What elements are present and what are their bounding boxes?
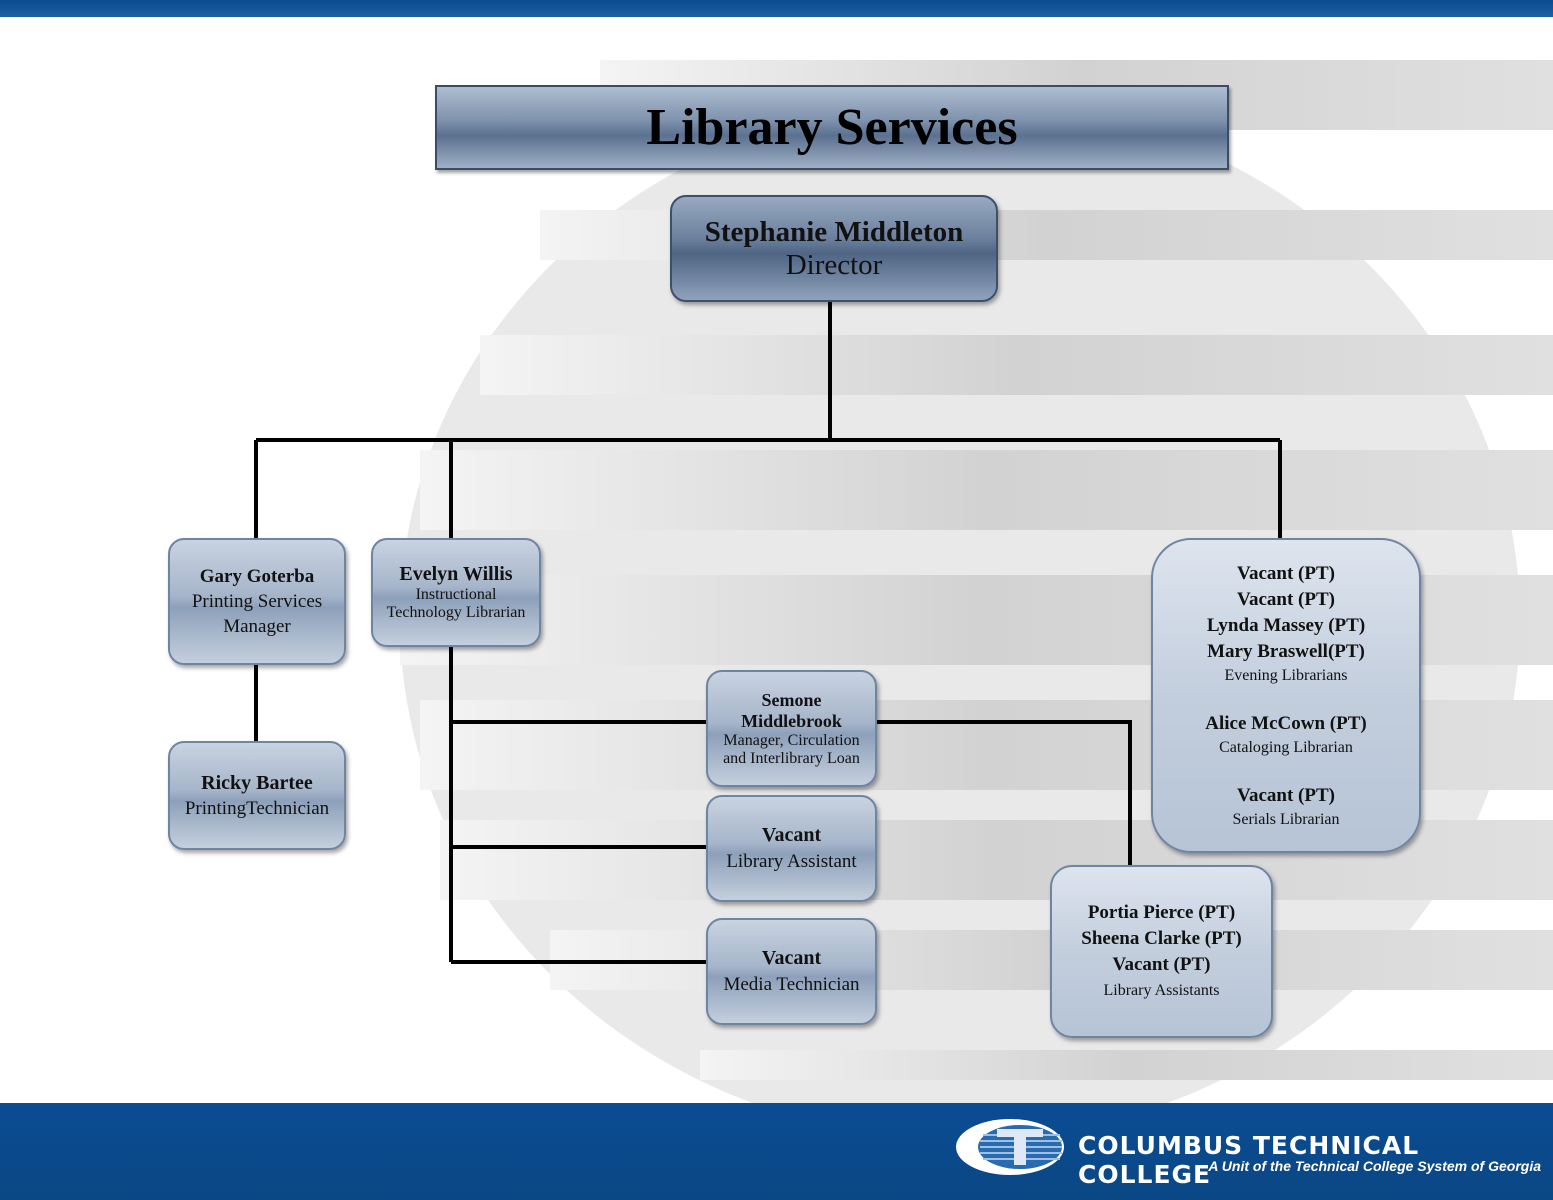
- evening-librarian: Lynda Massey (PT): [1206, 614, 1366, 636]
- gary-role: Printing Services: [191, 590, 323, 612]
- cataloging-name: Alice McCown (PT): [1205, 712, 1367, 734]
- gary-box: Gary Goterba Printing Services Manager: [168, 538, 346, 665]
- director-name: Stephanie Middleton: [704, 215, 964, 248]
- vacant-library-assistant-box: Vacant Library Assistant: [706, 795, 877, 902]
- vacant-mt-name: Vacant: [761, 947, 822, 969]
- assistants-role: Library Assistants: [1103, 981, 1220, 999]
- evening-librarian: Vacant (PT): [1237, 588, 1335, 610]
- semone-name: Semone: [761, 689, 822, 710]
- ricky-name: Ricky Bartee: [201, 771, 313, 794]
- page-title: Library Services: [435, 85, 1229, 170]
- assistant-name: Sheena Clarke (PT): [1081, 927, 1242, 949]
- semone-name-2: Middlebrook: [741, 710, 842, 731]
- serials-role: Serials Librarian: [1232, 810, 1340, 828]
- assistant-name: Vacant (PT): [1112, 953, 1211, 975]
- part-time-librarians-box: Vacant (PT) Vacant (PT) Lynda Massey (PT…: [1151, 538, 1421, 853]
- vacant-la-role: Library Assistant: [726, 851, 857, 872]
- vacant-la-name: Vacant: [761, 824, 822, 846]
- top-banner: [0, 0, 1553, 17]
- college-logo-icon: [956, 1119, 1064, 1175]
- college-subtitle: A Unit of the Technical College System o…: [1208, 1158, 1541, 1174]
- director-role: Director: [785, 248, 883, 281]
- evening-librarian: Mary Braswell(PT): [1207, 640, 1365, 662]
- footer-banner: [0, 1103, 1553, 1200]
- ricky-role: PrintingTechnician: [184, 797, 330, 819]
- semone-role: Manager, Circulation: [723, 731, 860, 749]
- cataloging-role: Cataloging Librarian: [1219, 738, 1353, 756]
- director-box: Stephanie Middleton Director: [670, 195, 998, 302]
- evening-role: Evening Librarians: [1224, 666, 1348, 684]
- evelyn-role-2: Technology Librarian: [386, 604, 526, 621]
- serials-name: Vacant (PT): [1237, 784, 1335, 806]
- college-name: COLUMBUS TECHNICAL COLLEGE: [1078, 1131, 1420, 1189]
- gary-name: Gary Goterba: [199, 565, 315, 587]
- evening-librarian: Vacant (PT): [1237, 562, 1335, 584]
- library-assistants-box: Portia Pierce (PT) Sheena Clarke (PT) Va…: [1050, 865, 1273, 1038]
- gary-role-2: Manager: [223, 615, 291, 637]
- evelyn-box: Evelyn Willis Instructional Technology L…: [371, 538, 541, 647]
- ricky-box: Ricky Bartee PrintingTechnician: [168, 741, 346, 850]
- vacant-media-technician-box: Vacant Media Technician: [706, 918, 877, 1025]
- evelyn-name: Evelyn Willis: [399, 563, 513, 585]
- semone-role-2: and Interlibrary Loan: [723, 749, 860, 767]
- vacant-mt-role: Media Technician: [723, 974, 860, 995]
- semone-box: Semone Middlebrook Manager, Circulation …: [706, 670, 877, 787]
- evelyn-role: Instructional: [415, 586, 497, 603]
- assistant-name: Portia Pierce (PT): [1087, 901, 1236, 923]
